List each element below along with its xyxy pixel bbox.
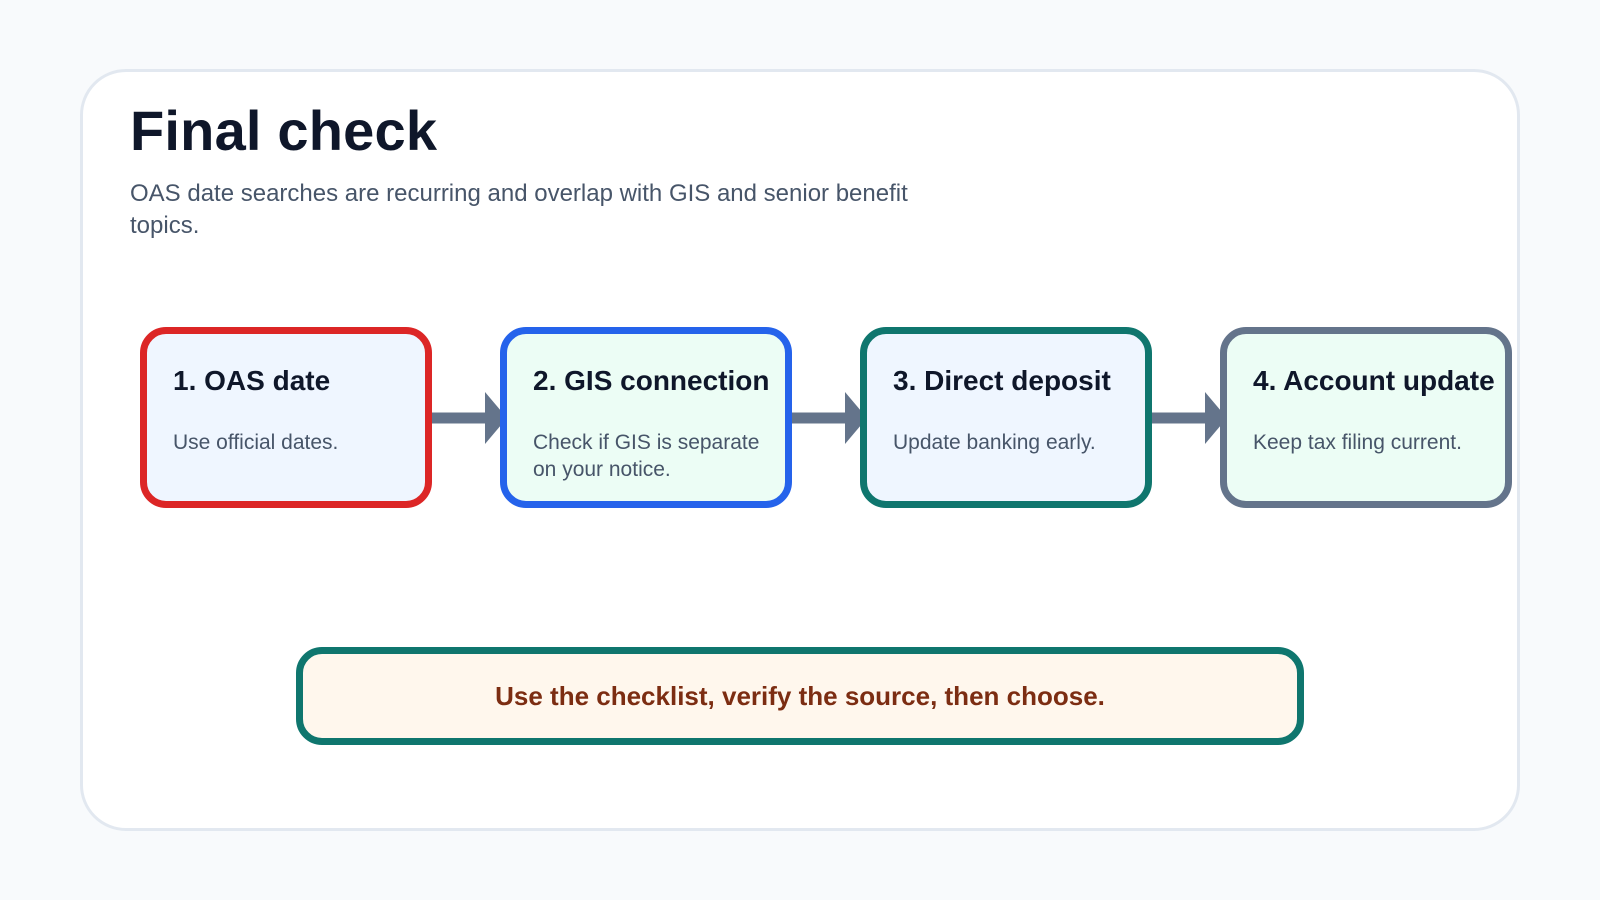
- step-account-update: 4. Account update Keep tax filing curren…: [1220, 327, 1512, 508]
- step-direct-deposit: 3. Direct deposit Update banking early.: [860, 327, 1152, 508]
- page-subtitle: OAS date searches are recurring and over…: [130, 180, 908, 239]
- page-title: Final check: [130, 99, 438, 162]
- checklist-banner: Use the checklist, verify the source, th…: [296, 647, 1304, 745]
- step-description: Check if GIS is separate on your notice.: [533, 431, 760, 481]
- step-title: 3. Direct deposit: [893, 365, 1111, 396]
- step-oas-date: 1. OAS date Use official dates.: [140, 327, 432, 508]
- step-title: 2. GIS connection: [533, 365, 770, 396]
- step-gis-connection: 2. GIS connection Check if GIS is separa…: [500, 327, 792, 508]
- step-description: Keep tax filing current.: [1253, 431, 1462, 454]
- step-description: Update banking early.: [893, 431, 1096, 454]
- banner-text: Use the checklist, verify the source, th…: [495, 680, 1105, 711]
- step-title: 1. OAS date: [173, 365, 331, 396]
- step-description: Use official dates.: [173, 431, 339, 454]
- step-title: 4. Account update: [1253, 365, 1495, 396]
